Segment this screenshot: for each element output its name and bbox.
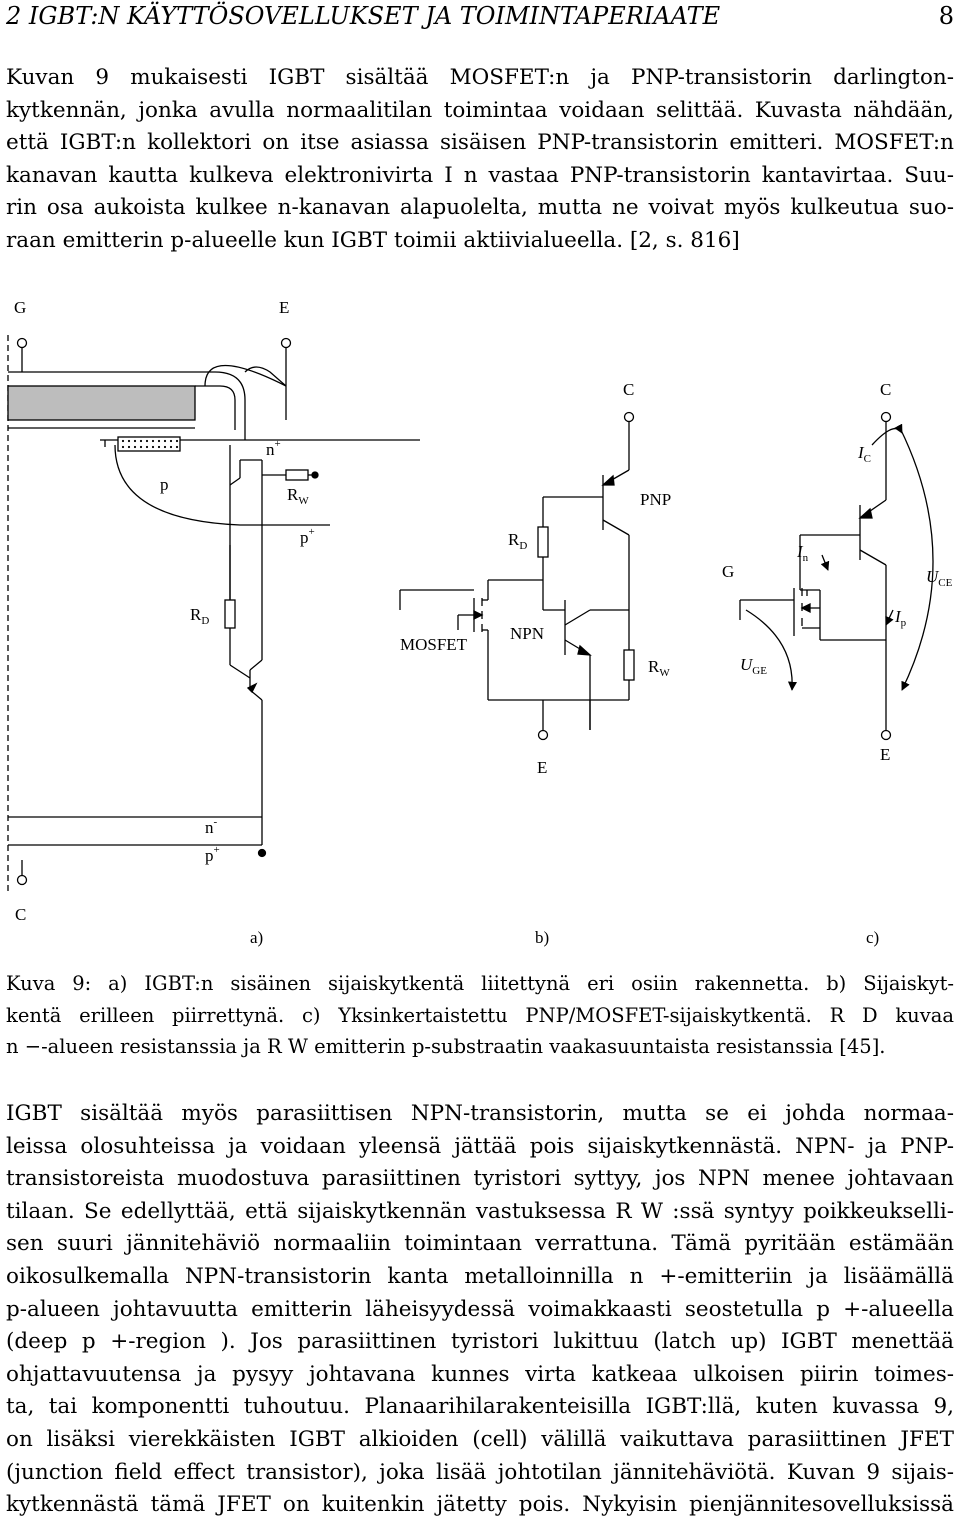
caption-line: kentä erilleen piirrettynä. c) Yksinkert… (6, 1003, 954, 1027)
p-region-label: p (160, 475, 169, 494)
b-emitter-label: E (537, 758, 547, 777)
text-line: transistoreista muodostuva parasiittinen… (6, 1166, 954, 1192)
discrete-equivalent-circuit (399, 411, 635, 741)
igbt-equivalent-circuit-figure: G E n+ p RW p+ RD n- p+ C a) C PNP RD NP… (7, 298, 953, 947)
uge-label: UGE (740, 655, 767, 677)
subfigure-b-label: b) (535, 928, 549, 947)
figure-caption: Kuva 9: a) IGBT:n sisäinen sijaiskytkent… (6, 968, 954, 1063)
gate-electrode (7, 385, 196, 421)
text-line: Kuvan 9 mukaisesti IGBT sisältää MOSFET:… (6, 65, 954, 90)
b-rw-label: RW (648, 657, 670, 679)
n-minus-label: n- (205, 816, 218, 837)
ic-label: IC (857, 443, 871, 465)
emitter-label: E (279, 298, 289, 317)
subfigure-c-label: c) (866, 928, 879, 947)
text-line: on lisäksi vierekkäisten IGBT alkioiden … (6, 1426, 954, 1452)
pnp-label: PNP (640, 490, 671, 509)
mosfet-label: MOSFET (400, 635, 468, 654)
text-line: leissa olosuhteissa ja voidaan yleensä j… (6, 1133, 954, 1159)
chapter-title: 2 IGBT:N KÄYTTÖSOVELLUKSET JA TOIMINTAPE… (6, 2, 721, 30)
uce-label: UCE (926, 567, 953, 589)
text-line: että IGBT:n kollektori on itse asiassa s… (6, 130, 954, 156)
text-line: oikosulkemalla NPN-transistorin kanta me… (6, 1263, 954, 1289)
c-emitter-label: E (880, 745, 890, 764)
n-plus-label: n+ (266, 438, 281, 459)
text-line: IGBT sisältää myös parasiittisen NPN-tra… (6, 1101, 954, 1126)
text-line: kytkennän, jonka avulla normaalitilan to… (6, 97, 954, 123)
text-line: rin osa aukoista kulkee n-kanavan alapuo… (6, 195, 954, 221)
text-line: sen suuri jännitehäviö normaaliin toimin… (6, 1231, 954, 1257)
gate-label: G (14, 298, 26, 317)
caption-line: n −-alueen resistanssia ja R W emitterin… (6, 1035, 886, 1058)
c-gate-label: G (722, 562, 734, 581)
rw-label: RW (287, 485, 309, 507)
rd-label: RD (190, 605, 209, 627)
ip-label: Ip (894, 607, 907, 629)
text-line: kytkennästä tämä JFET on kuitenkin jätet… (6, 1492, 954, 1518)
text-line: raan emitterin p-alueelle kun IGBT toimi… (6, 227, 740, 253)
page-number: 8 (938, 2, 954, 30)
in-label: In (796, 542, 809, 564)
npn-label: NPN (510, 624, 544, 643)
p-plus-bottom-label: p+ (205, 844, 220, 865)
text-line: ohjattavuutensa ja pysyy johtavana kunne… (6, 1361, 954, 1387)
running-header: 2 IGBT:N KÄYTTÖSOVELLUKSET JA TOIMINTAPE… (6, 2, 954, 38)
collector-label: C (15, 905, 26, 924)
text-line: kanavan kautta kulkeva elektronivirta I … (6, 162, 954, 188)
simplified-equivalent-circuit (739, 411, 934, 741)
text-line: ta, tai komponentti tuhoutuu. Planaarihi… (6, 1394, 954, 1420)
caption-line: Kuva 9: a) IGBT:n sisäinen sijaiskytkent… (6, 972, 954, 995)
n-plus-region (117, 436, 181, 452)
c-collector-label: C (880, 380, 891, 399)
subfigure-a-label: a) (250, 928, 263, 947)
rd-resistor (224, 599, 236, 629)
b-collector-label: C (623, 380, 634, 399)
text-line: (junction field effect transistor), joka… (6, 1459, 954, 1485)
rw-resistor (285, 469, 309, 481)
text-line: (deep p +-region ). Jos parasiittinen ty… (6, 1329, 954, 1355)
b-rd-label: RD (508, 530, 527, 552)
paragraph-1: Kuvan 9 mukaisesti IGBT sisältää MOSFET:… (6, 62, 954, 258)
text-line: p-alueen johtavuutta emitterin läheisyyd… (6, 1296, 954, 1322)
paragraph-2: IGBT sisältää myös parasiittisen NPN-tra… (6, 1098, 954, 1522)
text-line: tilaan. Se edellyttää, että sijaiskytken… (6, 1198, 954, 1224)
igbt-cross-section (7, 335, 420, 895)
p-plus-label: p+ (300, 526, 315, 547)
